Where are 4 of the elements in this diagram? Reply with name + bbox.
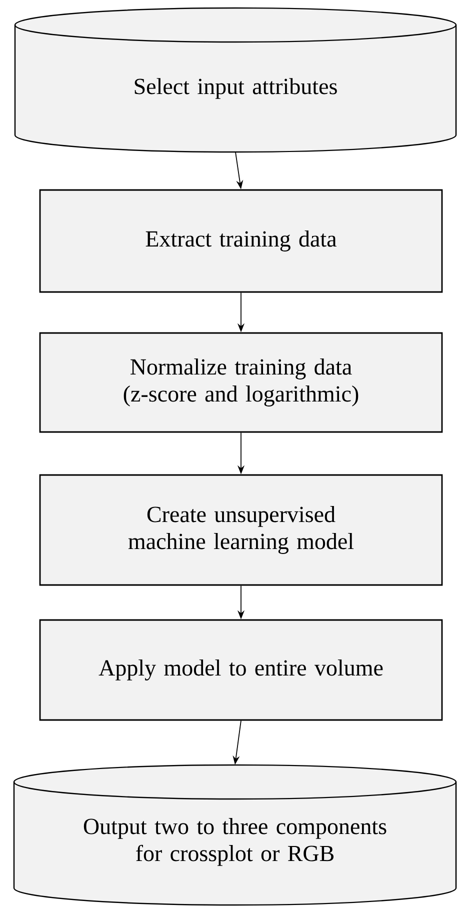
process-box: Create unsupervised machine learning model xyxy=(39,474,443,586)
process-box: Apply model to entire volume xyxy=(39,619,443,721)
process-box: Normalize training data (z-score and logarithmic) xyxy=(39,332,443,433)
process-box: Extract training data xyxy=(39,189,443,293)
